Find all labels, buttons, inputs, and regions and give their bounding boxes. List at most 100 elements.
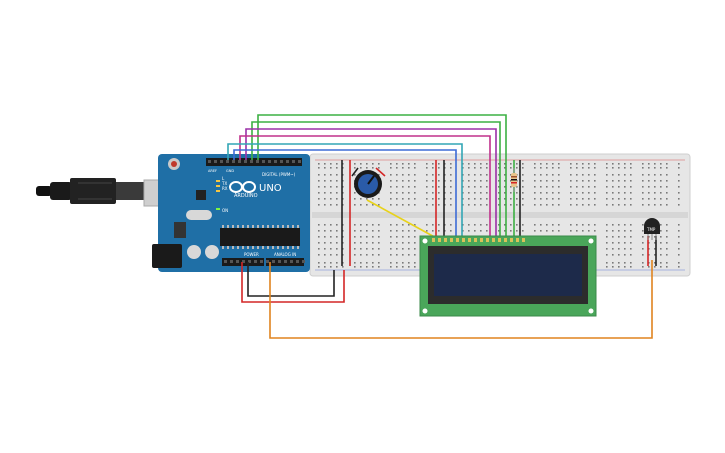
breadboard-hole	[468, 186, 470, 188]
chip-pin	[262, 246, 264, 249]
breadboard-hole	[474, 230, 476, 232]
breadboard-hole	[642, 254, 644, 256]
lcd-pin	[474, 238, 477, 242]
chip-pin	[237, 246, 239, 249]
uno-model-text: UNO	[259, 183, 282, 194]
breadboard-hole	[594, 198, 596, 200]
wire-gnd	[247, 262, 335, 297]
breadboard-hole	[666, 262, 668, 264]
breadboard-hole	[438, 224, 440, 226]
chip-pin	[242, 246, 244, 249]
breadboard-hole	[336, 254, 338, 256]
breadboard-hole	[534, 186, 536, 188]
breadboard-hole	[654, 192, 656, 194]
breadboard-hole	[606, 204, 608, 206]
breadboard-hole	[558, 163, 560, 165]
breadboard-hole	[366, 163, 368, 165]
breadboard-hole	[414, 163, 416, 165]
breadboard-hole	[336, 192, 338, 194]
breadboard-hole	[588, 174, 590, 176]
breadboard-hole	[378, 236, 380, 238]
breadboard-hole	[366, 224, 368, 226]
breadboard-hole	[360, 236, 362, 238]
breadboard-hole	[360, 254, 362, 256]
breadboard-hole	[366, 198, 368, 200]
chip-pin	[262, 225, 264, 228]
breadboard-hole	[570, 174, 572, 176]
breadboard-hole	[516, 224, 518, 226]
breadboard-hole	[558, 180, 560, 182]
header-pin	[262, 160, 265, 163]
breadboard-hole	[624, 204, 626, 206]
chip-pin	[287, 225, 289, 228]
breadboard-hole	[408, 174, 410, 176]
breadboard-hole	[648, 174, 650, 176]
breadboard-hole	[324, 248, 326, 250]
breadboard-hole	[534, 230, 536, 232]
lcd-pin	[504, 238, 507, 242]
breadboard-hole	[324, 192, 326, 194]
breadboard-hole	[660, 266, 662, 268]
breadboard-hole	[318, 266, 320, 268]
breadboard-hole	[402, 180, 404, 182]
lcd-pin	[444, 238, 447, 242]
breadboard-hole	[516, 204, 518, 206]
resistor	[511, 168, 517, 192]
breadboard-hole	[516, 163, 518, 165]
breadboard-hole	[432, 230, 434, 232]
breadboard-hole	[366, 266, 368, 268]
breadboard-hole	[414, 204, 416, 206]
breadboard-hole	[480, 186, 482, 188]
potentiometer[interactable]	[354, 170, 382, 198]
breadboard-hole	[624, 262, 626, 264]
header-pin	[232, 160, 235, 163]
breadboard-hole	[354, 174, 356, 176]
breadboard-hole	[642, 192, 644, 194]
breadboard-hole	[654, 180, 656, 182]
breadboard-hole	[354, 266, 356, 268]
breadboard-hole	[354, 236, 356, 238]
breadboard-hole	[678, 266, 680, 268]
header-pin	[250, 160, 253, 163]
breadboard-hole	[360, 248, 362, 250]
breadboard-hole	[630, 254, 632, 256]
breadboard-hole	[504, 192, 506, 194]
breadboard-hole	[390, 224, 392, 226]
breadboard-hole	[540, 163, 542, 165]
breadboard-hole	[504, 167, 506, 169]
breadboard-hole	[330, 236, 332, 238]
wire-cyan	[227, 143, 463, 240]
breadboard-hole	[324, 180, 326, 182]
breadboard-hole	[630, 266, 632, 268]
breadboard-hole	[642, 204, 644, 206]
breadboard-hole	[330, 266, 332, 268]
breadboard-hole	[432, 198, 434, 200]
breadboard-hole	[612, 186, 614, 188]
breadboard-hole	[558, 186, 560, 188]
chip-pin	[247, 225, 249, 228]
breadboard-hole	[648, 163, 650, 165]
breadboard-hole	[402, 242, 404, 244]
breadboard-hole	[372, 198, 374, 200]
breadboard-hole	[396, 262, 398, 264]
breadboard-hole	[654, 198, 656, 200]
breadboard-hole	[408, 192, 410, 194]
breadboard-hole	[510, 174, 512, 176]
breadboard-hole	[630, 167, 632, 169]
breadboard-hole	[432, 186, 434, 188]
breadboard-hole	[618, 236, 620, 238]
chip-pin	[282, 225, 284, 228]
breadboard-hole	[390, 236, 392, 238]
breadboard-hole	[438, 167, 440, 169]
breadboard-hole	[504, 224, 506, 226]
breadboard-hole	[378, 198, 380, 200]
chip-pin	[227, 246, 229, 249]
breadboard-hole	[396, 192, 398, 194]
breadboard-hole	[330, 174, 332, 176]
breadboard-hole	[606, 174, 608, 176]
breadboard-hole	[408, 198, 410, 200]
header-pin	[208, 160, 211, 163]
breadboard-hole	[408, 230, 410, 232]
wire-green-1	[257, 114, 507, 240]
breadboard-hole	[630, 180, 632, 182]
